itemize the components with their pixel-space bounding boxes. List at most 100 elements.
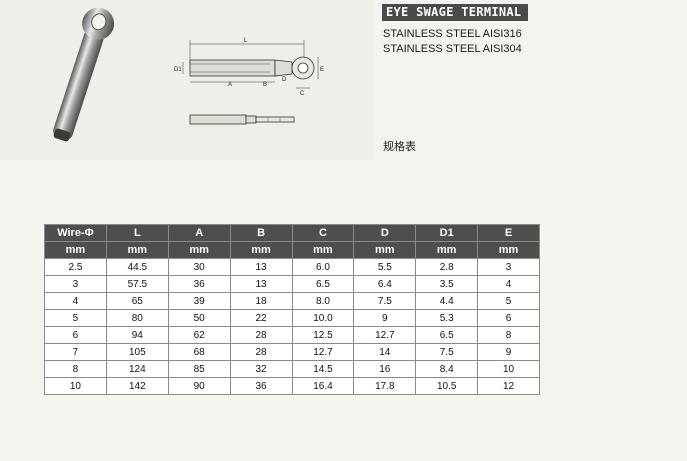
material-line-1: STAINLESS STEEL AISI316 bbox=[383, 28, 522, 40]
material-line-2: STAINLESS STEEL AISI304 bbox=[383, 43, 522, 55]
table-cell: 16 bbox=[353, 360, 417, 378]
table-cell: 32 bbox=[229, 360, 293, 378]
col-header: L bbox=[105, 224, 169, 242]
table-cell: 13 bbox=[229, 275, 293, 293]
table-cell: 30 bbox=[167, 258, 231, 276]
table-cell: 94 bbox=[105, 326, 169, 344]
table-cell: 36 bbox=[229, 377, 293, 395]
table-cell: 12 bbox=[477, 377, 540, 395]
unit-row: mm mm mm mm mm mm mm mm bbox=[44, 241, 540, 259]
table-cell: 3.5 bbox=[415, 275, 479, 293]
unit-cell: mm bbox=[229, 241, 293, 259]
product-title: EYE SWAGE TERMINAL bbox=[382, 4, 528, 21]
unit-cell: mm bbox=[415, 241, 479, 259]
unit-cell: mm bbox=[353, 241, 417, 259]
table-cell: 10 bbox=[44, 377, 107, 395]
table-cell: 57.5 bbox=[105, 275, 169, 293]
dim-label-C: C bbox=[300, 91, 305, 97]
table-cell: 5.5 bbox=[353, 258, 417, 276]
table-cell: 28 bbox=[229, 343, 293, 361]
dim-label-D1: D1 bbox=[174, 67, 182, 73]
table-cell: 6 bbox=[44, 326, 107, 344]
table-cell: 7.5 bbox=[415, 343, 479, 361]
table-cell: 3 bbox=[44, 275, 107, 293]
table-cell: 28 bbox=[229, 326, 293, 344]
table-cell: 10.0 bbox=[291, 309, 355, 327]
table-cell: 12.5 bbox=[291, 326, 355, 344]
table-cell: 17.8 bbox=[353, 377, 417, 395]
table-cell: 105 bbox=[105, 343, 169, 361]
table-cell: 13 bbox=[229, 258, 293, 276]
table-cell: 124 bbox=[105, 360, 169, 378]
unit-cell: mm bbox=[44, 241, 107, 259]
table-cell: 6.5 bbox=[415, 326, 479, 344]
table-cell: 68 bbox=[167, 343, 231, 361]
table-cell: 4 bbox=[44, 292, 107, 310]
table-cell: 142 bbox=[105, 377, 169, 395]
table-cell: 50 bbox=[167, 309, 231, 327]
col-header: E bbox=[477, 224, 540, 242]
table-cell: 6.5 bbox=[291, 275, 355, 293]
technical-drawing bbox=[182, 40, 319, 125]
table-cell: 90 bbox=[167, 377, 231, 395]
table-cell: 10.5 bbox=[415, 377, 479, 395]
col-header: B bbox=[229, 224, 293, 242]
table-cell: 4 bbox=[477, 275, 540, 293]
table-cell: 10 bbox=[477, 360, 540, 378]
table-cell: 22 bbox=[229, 309, 293, 327]
unit-cell: mm bbox=[105, 241, 169, 259]
table-cell: 36 bbox=[167, 275, 231, 293]
dim-label-A: A bbox=[228, 82, 232, 88]
info-pane bbox=[375, 0, 687, 160]
table-cell: 12.7 bbox=[291, 343, 355, 361]
table-cell: 9 bbox=[477, 343, 540, 361]
dim-label-B: B bbox=[263, 82, 267, 88]
table-cell: 2.5 bbox=[44, 258, 107, 276]
table-cell: 8.4 bbox=[415, 360, 479, 378]
table-cell: 62 bbox=[167, 326, 231, 344]
dim-label-E: E bbox=[320, 67, 324, 73]
table-cell: 14.5 bbox=[291, 360, 355, 378]
unit-cell: mm bbox=[477, 241, 540, 259]
table-cell: 4.4 bbox=[415, 292, 479, 310]
table-cell: 3 bbox=[477, 258, 540, 276]
table-cell: 6 bbox=[477, 309, 540, 327]
header-row: Wire-Φ L A B C D D1 E bbox=[44, 224, 540, 242]
table-cell: 16.4 bbox=[291, 377, 355, 395]
col-header: A bbox=[167, 224, 231, 242]
table-cell: 80 bbox=[105, 309, 169, 327]
dim-label-D: D bbox=[282, 77, 287, 83]
table-cell: 7.5 bbox=[353, 292, 417, 310]
product-drawing: L A B D1 E C D bbox=[53, 7, 324, 142]
table-cell: 65 bbox=[105, 292, 169, 310]
table-cell: 14 bbox=[353, 343, 417, 361]
dim-label-L: L bbox=[244, 38, 248, 44]
table-cell: 5 bbox=[44, 309, 107, 327]
spec-table-label: 规格表 bbox=[383, 140, 416, 153]
unit-cell: mm bbox=[291, 241, 355, 259]
table-cell: 8 bbox=[477, 326, 540, 344]
table-cell: 39 bbox=[167, 292, 231, 310]
table-cell: 2.8 bbox=[415, 258, 479, 276]
terminal-photo bbox=[53, 7, 115, 142]
table-cell: 12.7 bbox=[353, 326, 417, 344]
table-cell: 6.4 bbox=[353, 275, 417, 293]
table-cell: 85 bbox=[167, 360, 231, 378]
table-cell: 44.5 bbox=[105, 258, 169, 276]
table-cell: 5.3 bbox=[415, 309, 479, 327]
table-cell: 8 bbox=[44, 360, 107, 378]
col-header: C bbox=[291, 224, 355, 242]
col-header: D bbox=[353, 224, 417, 242]
table-cell: 7 bbox=[44, 343, 107, 361]
table-cell: 8.0 bbox=[291, 292, 355, 310]
unit-cell: mm bbox=[167, 241, 231, 259]
